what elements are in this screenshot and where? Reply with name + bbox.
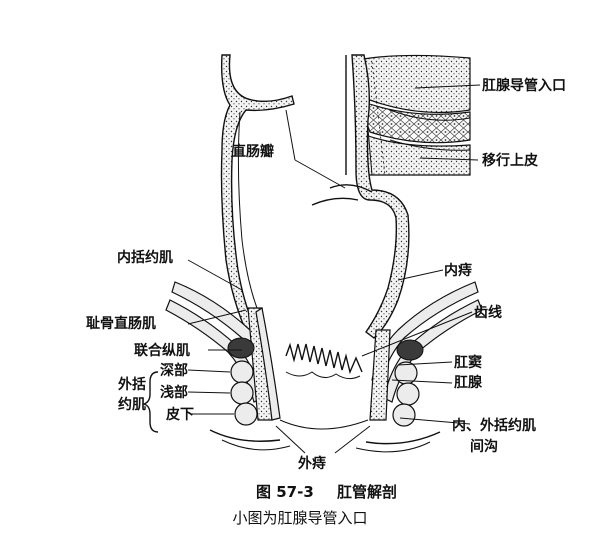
right-rectal-wall [311, 54, 410, 339]
label-external-sphincter: 外括 约肌 [118, 376, 151, 413]
label-anal-gland: 肛腺 [454, 374, 483, 391]
label-deep: 深部 [160, 362, 188, 379]
inset-figure [345, 54, 471, 176]
label-external-hemorrhoid: 外痔 [298, 455, 326, 472]
labels: 肛腺导管入口 直肠瓣 移行上皮 内括约肌 内痔 齿线 耻骨直肠肌 联合纵肌 肛窦… [86, 77, 566, 472]
label-groove-line1: 内、外括约肌 [452, 417, 536, 434]
figure-title: 肛管解剖 [337, 483, 397, 501]
figure-number: 图 57-3 [256, 483, 314, 501]
figure-caption: 图 57-3 肛管解剖 小图为肛腺导管入口 [232, 483, 397, 527]
label-conjoint-longitudinal: 联合纵肌 [134, 342, 190, 359]
label-anal-sinus: 肛窦 [454, 354, 482, 371]
label-subcutaneous: 皮下 [165, 406, 194, 423]
label-internal-sphincter: 内括约肌 [117, 249, 173, 266]
label-transitional-epithelium: 移行上皮 [482, 152, 538, 169]
label-external-sphincter-line1: 外括 [118, 376, 146, 393]
label-puborectalis: 耻骨直肠肌 [86, 315, 156, 332]
anal-columns [279, 342, 369, 430]
label-intersphincteric-groove: 内、外括约肌 间沟 [452, 417, 541, 455]
left-sphincter-complex [165, 281, 291, 451]
left-rectal-wall [220, 54, 295, 338]
label-external-sphincter-line2: 约肌 [118, 396, 146, 413]
label-superficial: 浅部 [160, 384, 188, 401]
leader-lines [141, 84, 481, 454]
label-gland-duct-entry: 肛腺导管入口 [482, 77, 566, 94]
label-groove-line2: 间沟 [470, 438, 498, 455]
figure-subtitle: 小图为肛腺导管入口 [232, 509, 367, 527]
right-sphincter-complex [355, 281, 483, 453]
label-rectal-valve: 直肠瓣 [232, 143, 274, 160]
label-internal-hemorrhoid: 内痔 [444, 262, 472, 279]
label-dentate-line: 齿线 [474, 304, 502, 321]
